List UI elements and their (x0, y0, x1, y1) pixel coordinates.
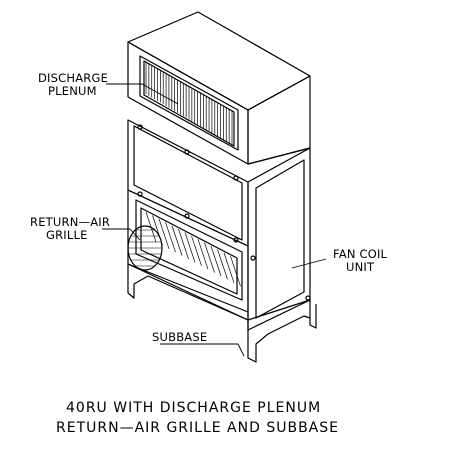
discharge-plenum-box (127, 11, 311, 165)
discharge-grille-louvers (145, 62, 233, 145)
return-air-grille-slats (145, 211, 241, 287)
subbase (127, 263, 317, 363)
label-discharge: DISCHARGE (38, 71, 108, 85)
hatch-line (158, 218, 170, 249)
hatch-line (217, 249, 228, 280)
label-unit: UNIT (346, 260, 375, 274)
hatch-line (197, 239, 209, 270)
hatch-line (204, 242, 215, 273)
caption-line-1: 40RU WITH DISCHARGE PLENUM (66, 400, 321, 416)
label-grille: GRILLE (46, 228, 88, 242)
label-plenum: PLENUM (48, 84, 97, 98)
caption-line-2: RETURN—AIR GRILLE AND SUBBASE (56, 420, 339, 436)
leader-lines (102, 83, 327, 357)
hatch-line (223, 252, 235, 283)
label-subbase: SUBBASE (152, 330, 207, 344)
callout-labels: DISCHARGE PLENUM RETURN—AIR GRILLE FAN C… (30, 71, 388, 344)
caption: 40RU WITH DISCHARGE PLENUM RETURN—AIR GR… (56, 400, 339, 436)
hatch-line (171, 225, 183, 256)
hatch-line (230, 256, 241, 287)
return-air-grille-detail (127, 225, 163, 271)
hatch-line (210, 245, 222, 277)
hatch-line (191, 235, 202, 266)
hatch-line (178, 228, 189, 260)
hatch-line (165, 222, 176, 253)
label-fan-coil: FAN COIL (333, 247, 388, 261)
hatch-line (184, 232, 196, 263)
label-return-air: RETURN—AIR (30, 215, 110, 229)
